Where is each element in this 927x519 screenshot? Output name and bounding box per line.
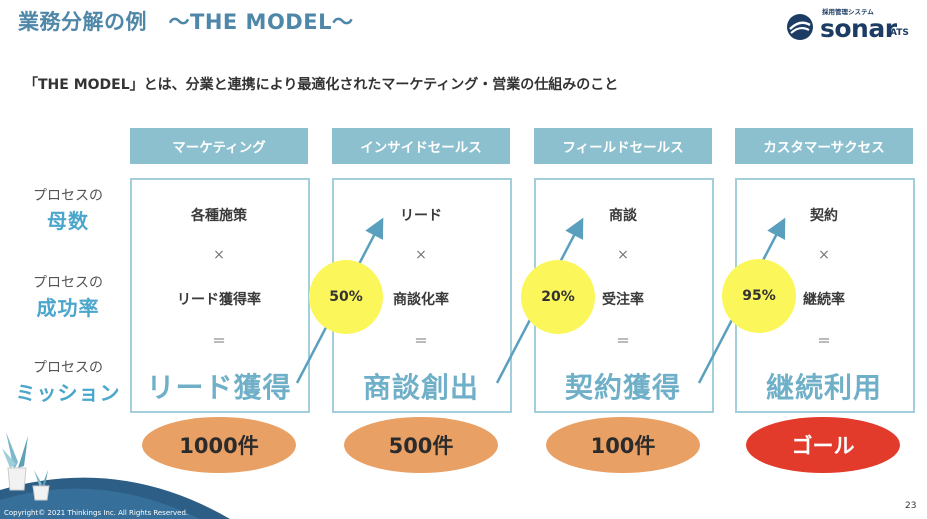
- conversion-rate-badge: 20%: [521, 260, 595, 334]
- sonar-ats-logo: 採用管理システム sonar ATS: [786, 6, 916, 43]
- column-header-marketing: マーケティング: [130, 128, 308, 164]
- column-base: 商談: [609, 208, 637, 224]
- equals-sign: ＝: [616, 334, 630, 350]
- column-rate: 継続率: [803, 292, 845, 308]
- side-label-rate: プロセスの 成功率: [18, 272, 118, 321]
- logo-tagline: 採用管理システム: [822, 8, 874, 16]
- logo-word: sonar: [820, 14, 897, 43]
- conversion-rate-badge: 50%: [309, 260, 383, 334]
- column-base: リード: [400, 208, 442, 224]
- column-rate: 受注率: [602, 292, 644, 308]
- column-base: 各種施策: [191, 208, 247, 224]
- side-label-small: プロセスの: [33, 188, 103, 204]
- target-oval: 1000件: [142, 417, 296, 473]
- mission-label: 商談創出: [362, 371, 479, 404]
- equals-sign: ＝: [414, 334, 428, 350]
- target-oval: 500件: [344, 417, 498, 473]
- equals-sign: ＝: [212, 334, 226, 350]
- column-rate: 商談化率: [393, 292, 449, 308]
- sonar-logo-icon: [787, 14, 813, 40]
- times-sign: ×: [818, 247, 830, 263]
- side-label-small: プロセスの: [33, 275, 103, 291]
- logo-suffix: ATS: [890, 28, 909, 38]
- column-header-customer-success: カスタマーサクセス: [735, 128, 913, 164]
- side-label-mission: プロセスの ミッション: [12, 357, 124, 406]
- column-header-field-sales: フィールドセールス: [534, 128, 712, 164]
- plant-icon: [2, 432, 28, 491]
- page-title: 業務分解の例 ～THE MODEL～: [18, 10, 354, 34]
- mission-label: 契約獲得: [564, 371, 681, 404]
- side-label-big: 成功率: [36, 296, 100, 320]
- column-header-inside-sales: インサイドセールス: [332, 128, 510, 164]
- times-sign: ×: [415, 247, 427, 263]
- target-oval: 100件: [546, 417, 700, 473]
- side-label-small: プロセスの: [33, 360, 103, 376]
- mission-label: 継続利用: [765, 371, 882, 404]
- subtitle: 「THE MODEL」とは、分業と連携により最適化されたマーケティング・営業の仕…: [24, 77, 619, 93]
- plant-icon: [32, 470, 50, 501]
- side-label-base: プロセスの 母数: [18, 185, 118, 234]
- column-rate: リード獲得率: [177, 292, 261, 308]
- goal-oval: ゴール: [746, 417, 900, 473]
- page-number: 23: [905, 501, 917, 511]
- times-sign: ×: [617, 247, 629, 263]
- copyright-text: Copyright© 2021 Thinkings Inc. All Right…: [4, 509, 189, 517]
- column-base: 契約: [810, 208, 838, 224]
- equals-sign: ＝: [817, 334, 831, 350]
- side-label-big: ミッション: [15, 381, 121, 405]
- conversion-rate-badge: 95%: [722, 259, 796, 333]
- mission-label: リード獲得: [146, 371, 292, 404]
- times-sign: ×: [213, 247, 225, 263]
- side-label-big: 母数: [47, 209, 89, 233]
- column-box: [130, 178, 310, 413]
